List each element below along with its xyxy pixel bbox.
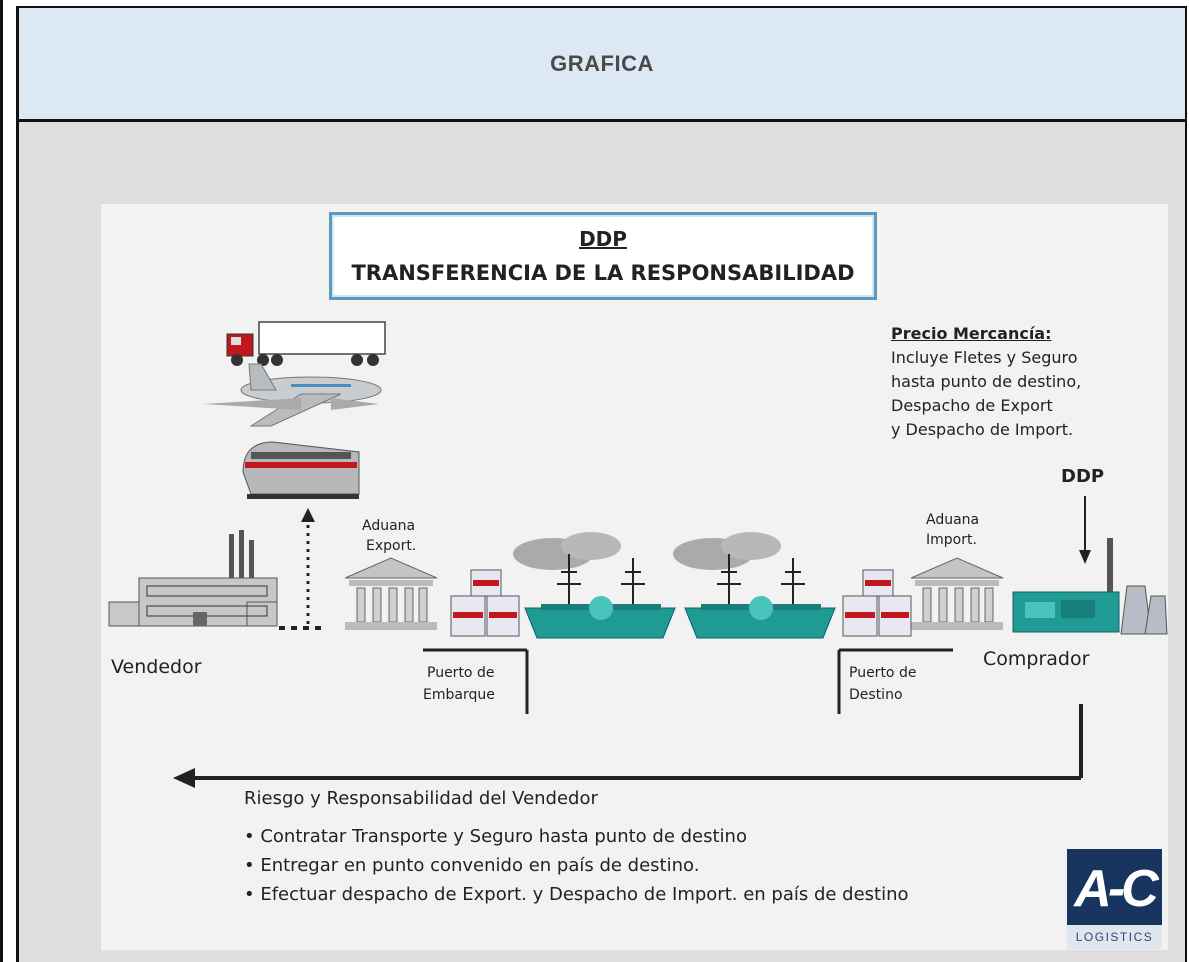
seller-label: Vendedor	[111, 656, 202, 678]
logo-mark: A-C	[1074, 860, 1158, 918]
price-line: Incluye Fletes y Seguro	[891, 348, 1078, 367]
incoterm-code: DDP	[579, 227, 627, 251]
diagram-title: TRANSFERENCIA DE LA RESPONSABILIDAD	[351, 261, 855, 285]
list-item: Entregar en punto convenido en país de d…	[244, 851, 909, 880]
content-frame: GRAFICA	[16, 6, 1187, 962]
price-note: Precio Mercancía: Incluye Fletes y Segur…	[891, 322, 1081, 442]
customs-export-label: Aduana Export.	[356, 516, 416, 556]
price-line: y Despacho de Import.	[891, 420, 1074, 439]
customs-import-line: Aduana	[926, 512, 980, 528]
factory-icon	[108, 530, 278, 627]
section-title: GRAFICA	[550, 50, 654, 76]
cargo-origin-icon	[450, 569, 520, 637]
port-destination-line: Puerto de	[849, 665, 917, 681]
list-item: Contratar Transporte y Seguro hasta punt…	[244, 822, 909, 851]
risk-heading: Riesgo y Responsabilidad del Vendedor	[244, 788, 598, 809]
cargo-destination-icon	[842, 569, 912, 637]
diagram-artwork	[108, 321, 1168, 788]
train-icon	[242, 441, 360, 499]
list-item: Efectuar despacho de Export. y Despacho …	[244, 880, 908, 909]
ship-origin-icon	[513, 532, 676, 639]
port-origin-label: Puerto de Embarque	[423, 662, 495, 706]
price-heading: Precio Mercancía:	[891, 324, 1052, 343]
section-header: GRAFICA	[19, 8, 1185, 122]
port-destination-bracket	[837, 648, 953, 714]
port-origin-line: Puerto de	[427, 665, 495, 681]
responsibility-arrow	[173, 704, 1083, 788]
diagram-title-box: DDP TRANSFERENCIA DE LA RESPONSABILIDAD	[329, 212, 877, 300]
airplane-icon	[203, 363, 382, 427]
truck-icon	[226, 321, 386, 366]
customs-import-label: Aduana Import.	[922, 510, 979, 550]
ddp-diagram: DDP TRANSFERENCIA DE LA RESPONSABILIDAD …	[101, 204, 1168, 950]
transport-arrow	[279, 508, 327, 630]
customs-export-line: Export.	[366, 538, 417, 554]
customs-import-icon	[910, 557, 1004, 630]
port-origin-bracket	[423, 648, 529, 714]
port-destination-line: Destino	[849, 687, 903, 703]
port-origin-line: Embarque	[423, 687, 495, 703]
buyer-plant-icon	[1012, 538, 1168, 635]
obligations-list: Contratar Transporte y Seguro hasta punt…	[244, 822, 909, 909]
logo-text: LOGISTICS	[1067, 925, 1162, 949]
ddp-marker-label: DDP	[1061, 466, 1105, 487]
ddp-down-arrow	[1079, 496, 1091, 564]
price-line: hasta punto de destino,	[891, 372, 1082, 391]
customs-import-line: Import.	[926, 532, 977, 548]
buyer-label: Comprador	[983, 648, 1090, 670]
ship-destination-icon	[673, 532, 836, 639]
ac-logistics-logo: A-C LOGISTICS	[1067, 849, 1162, 949]
port-destination-label: Puerto de Destino	[849, 662, 916, 706]
customs-export-icon	[344, 557, 438, 630]
price-line: Despacho de Export	[891, 396, 1053, 415]
customs-export-line: Aduana	[362, 518, 416, 534]
left-border	[0, 0, 3, 962]
